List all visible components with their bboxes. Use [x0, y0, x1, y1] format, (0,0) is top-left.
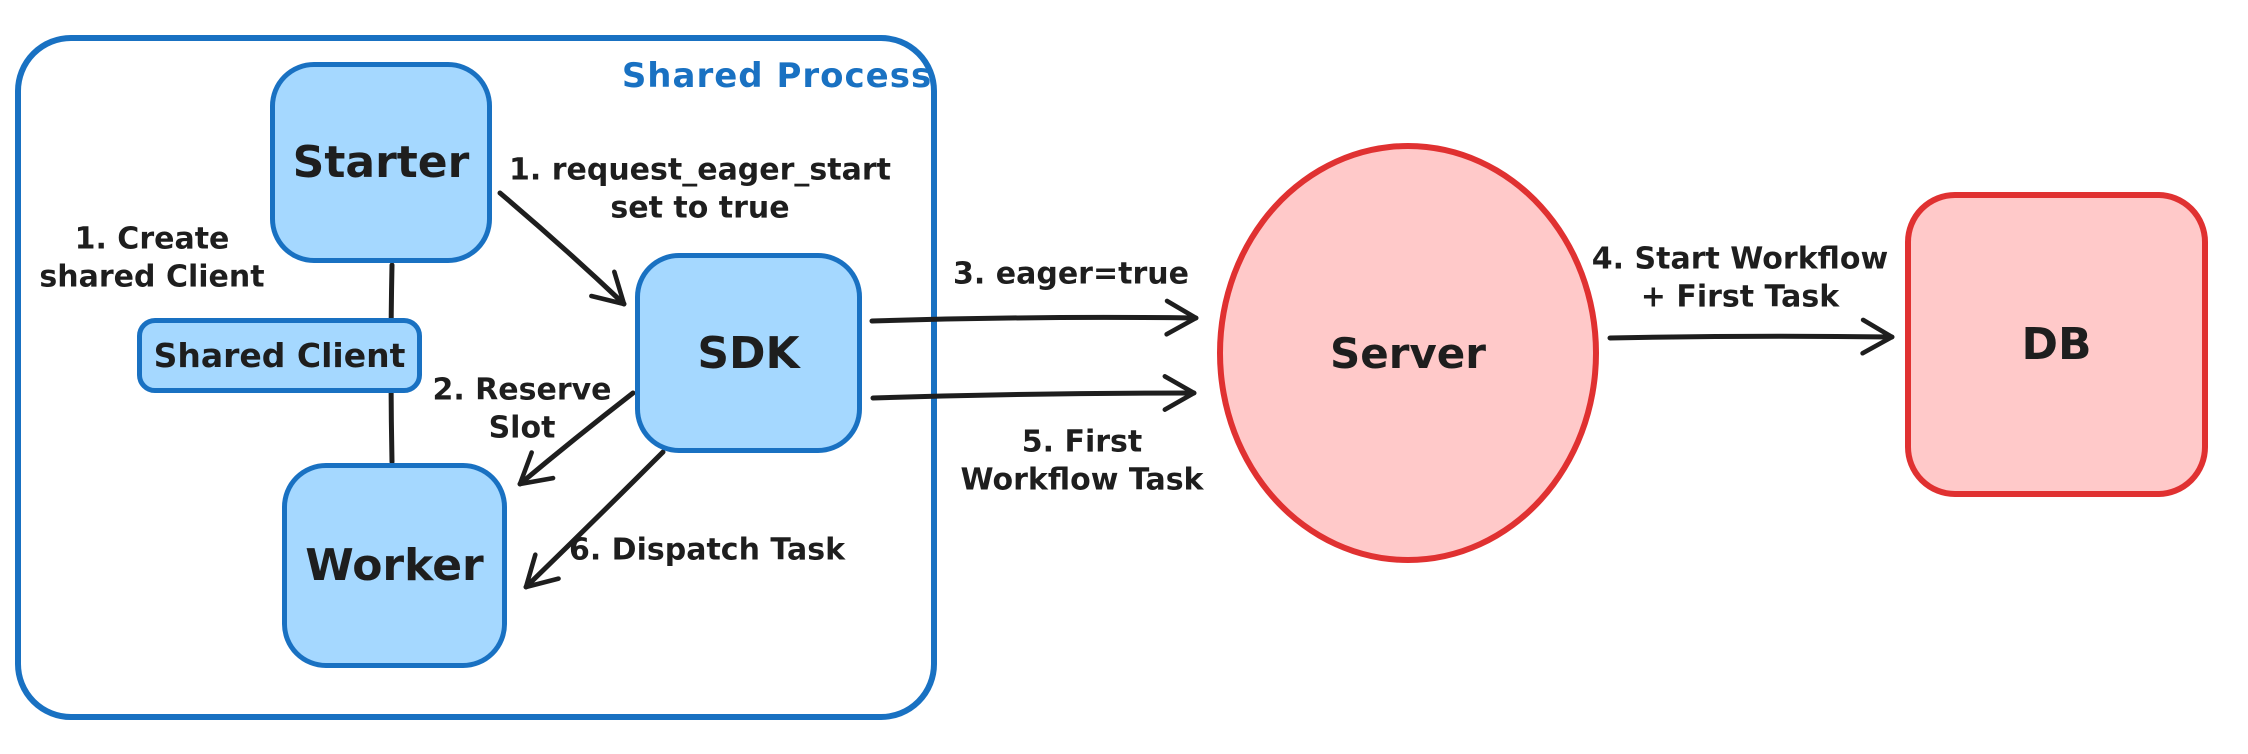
arrow-sdk-server-eager	[869, 298, 1199, 337]
node-sdk-label: SDK	[697, 327, 800, 379]
node-worker-label: Worker	[305, 540, 484, 591]
arrow-starter-sdk	[497, 190, 627, 307]
node-server: Server	[1217, 143, 1599, 563]
arrow-sdk-server-first-task	[870, 374, 1197, 412]
annotation-dispatch-task: 6. Dispatch Task	[568, 532, 846, 568]
arrow-sdk-worker-dispatch	[523, 449, 666, 590]
node-db-label: DB	[2021, 319, 2092, 370]
annotation-create-shared-client: 1. Create shared Client	[39, 221, 265, 295]
node-starter: Starter	[270, 62, 492, 263]
node-shared-client: Shared Client	[137, 318, 422, 393]
annotation-first-workflow-task: 5. First Workflow Task	[960, 424, 1204, 498]
node-server-label: Server	[1329, 328, 1487, 378]
node-worker: Worker	[282, 463, 507, 668]
arrow-server-db	[1607, 317, 1895, 356]
node-sdk: SDK	[635, 253, 862, 453]
annotation-eager-true: 3. eager=true	[953, 256, 1189, 292]
annotation-request-eager-start: 1. request_eager_start set to true	[508, 152, 892, 226]
node-starter-label: Starter	[292, 137, 470, 188]
shared-process-container	[15, 35, 937, 720]
node-db: DB	[1905, 192, 2208, 497]
annotation-reserve-slot: 2. Reserve Slot	[432, 372, 612, 446]
shared-process-label: Shared Process	[621, 56, 933, 96]
arrow-sdk-worker-reserve	[517, 390, 636, 487]
annotation-start-workflow-first-task: 4. Start Workflow + First Task	[1591, 241, 1889, 315]
node-shared-client-label: Shared Client	[153, 336, 406, 375]
